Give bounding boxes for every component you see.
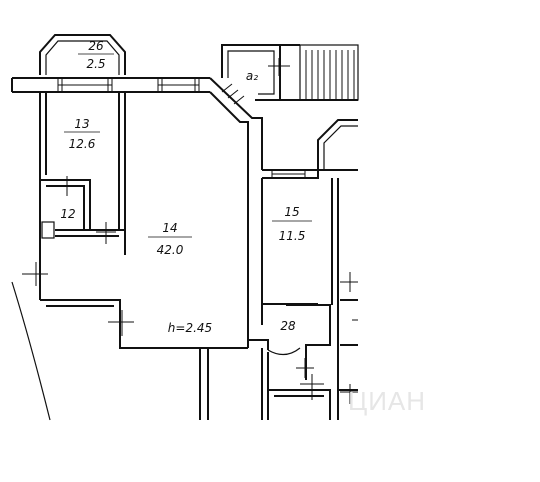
diagonal-wall xyxy=(209,77,263,170)
room-14-wall xyxy=(40,299,248,349)
svg-text:12.6: 12.6 xyxy=(69,137,96,151)
svg-text:a₂: a₂ xyxy=(246,69,258,83)
scan-edge xyxy=(11,281,51,421)
watermark: ЦИАН xyxy=(348,386,426,416)
svg-text:h=2.45: h=2.45 xyxy=(168,321,212,335)
room-label-13: 13 12.6 xyxy=(64,117,100,151)
window-14 xyxy=(157,78,200,92)
balcony-wall xyxy=(39,34,126,75)
room-label-28: 28 xyxy=(280,319,296,333)
room-28-wall xyxy=(248,304,331,380)
window-15 xyxy=(271,170,306,178)
svg-text:28: 28 xyxy=(280,319,296,333)
lower-walls xyxy=(199,348,358,420)
svg-text:12: 12 xyxy=(60,207,75,221)
balcony-wall-inner xyxy=(45,40,120,75)
svg-text:42.0: 42.0 xyxy=(157,243,184,257)
window-13 xyxy=(57,78,113,92)
ceiling-height-label: h=2.45 xyxy=(168,321,212,335)
room-label-14: 14 42.0 xyxy=(148,221,192,257)
svg-text:13: 13 xyxy=(74,117,89,131)
svg-text:11.5: 11.5 xyxy=(279,229,306,243)
svg-text:2.5: 2.5 xyxy=(86,57,105,71)
svg-text:15: 15 xyxy=(284,205,299,219)
svg-text:14: 14 xyxy=(162,221,177,235)
room-label-26: 26 2.5 xyxy=(78,39,114,71)
diagonal-window xyxy=(221,83,245,105)
right-bay-wall xyxy=(317,119,358,170)
room-15-wall xyxy=(247,169,358,348)
stair xyxy=(299,44,359,101)
room-13-wall xyxy=(39,92,126,300)
room-label-15: 15 11.5 xyxy=(272,205,312,243)
svg-text:26: 26 xyxy=(88,39,104,53)
room-label-12: 12 xyxy=(60,207,75,221)
room-label-a2: a₂ xyxy=(246,69,258,83)
